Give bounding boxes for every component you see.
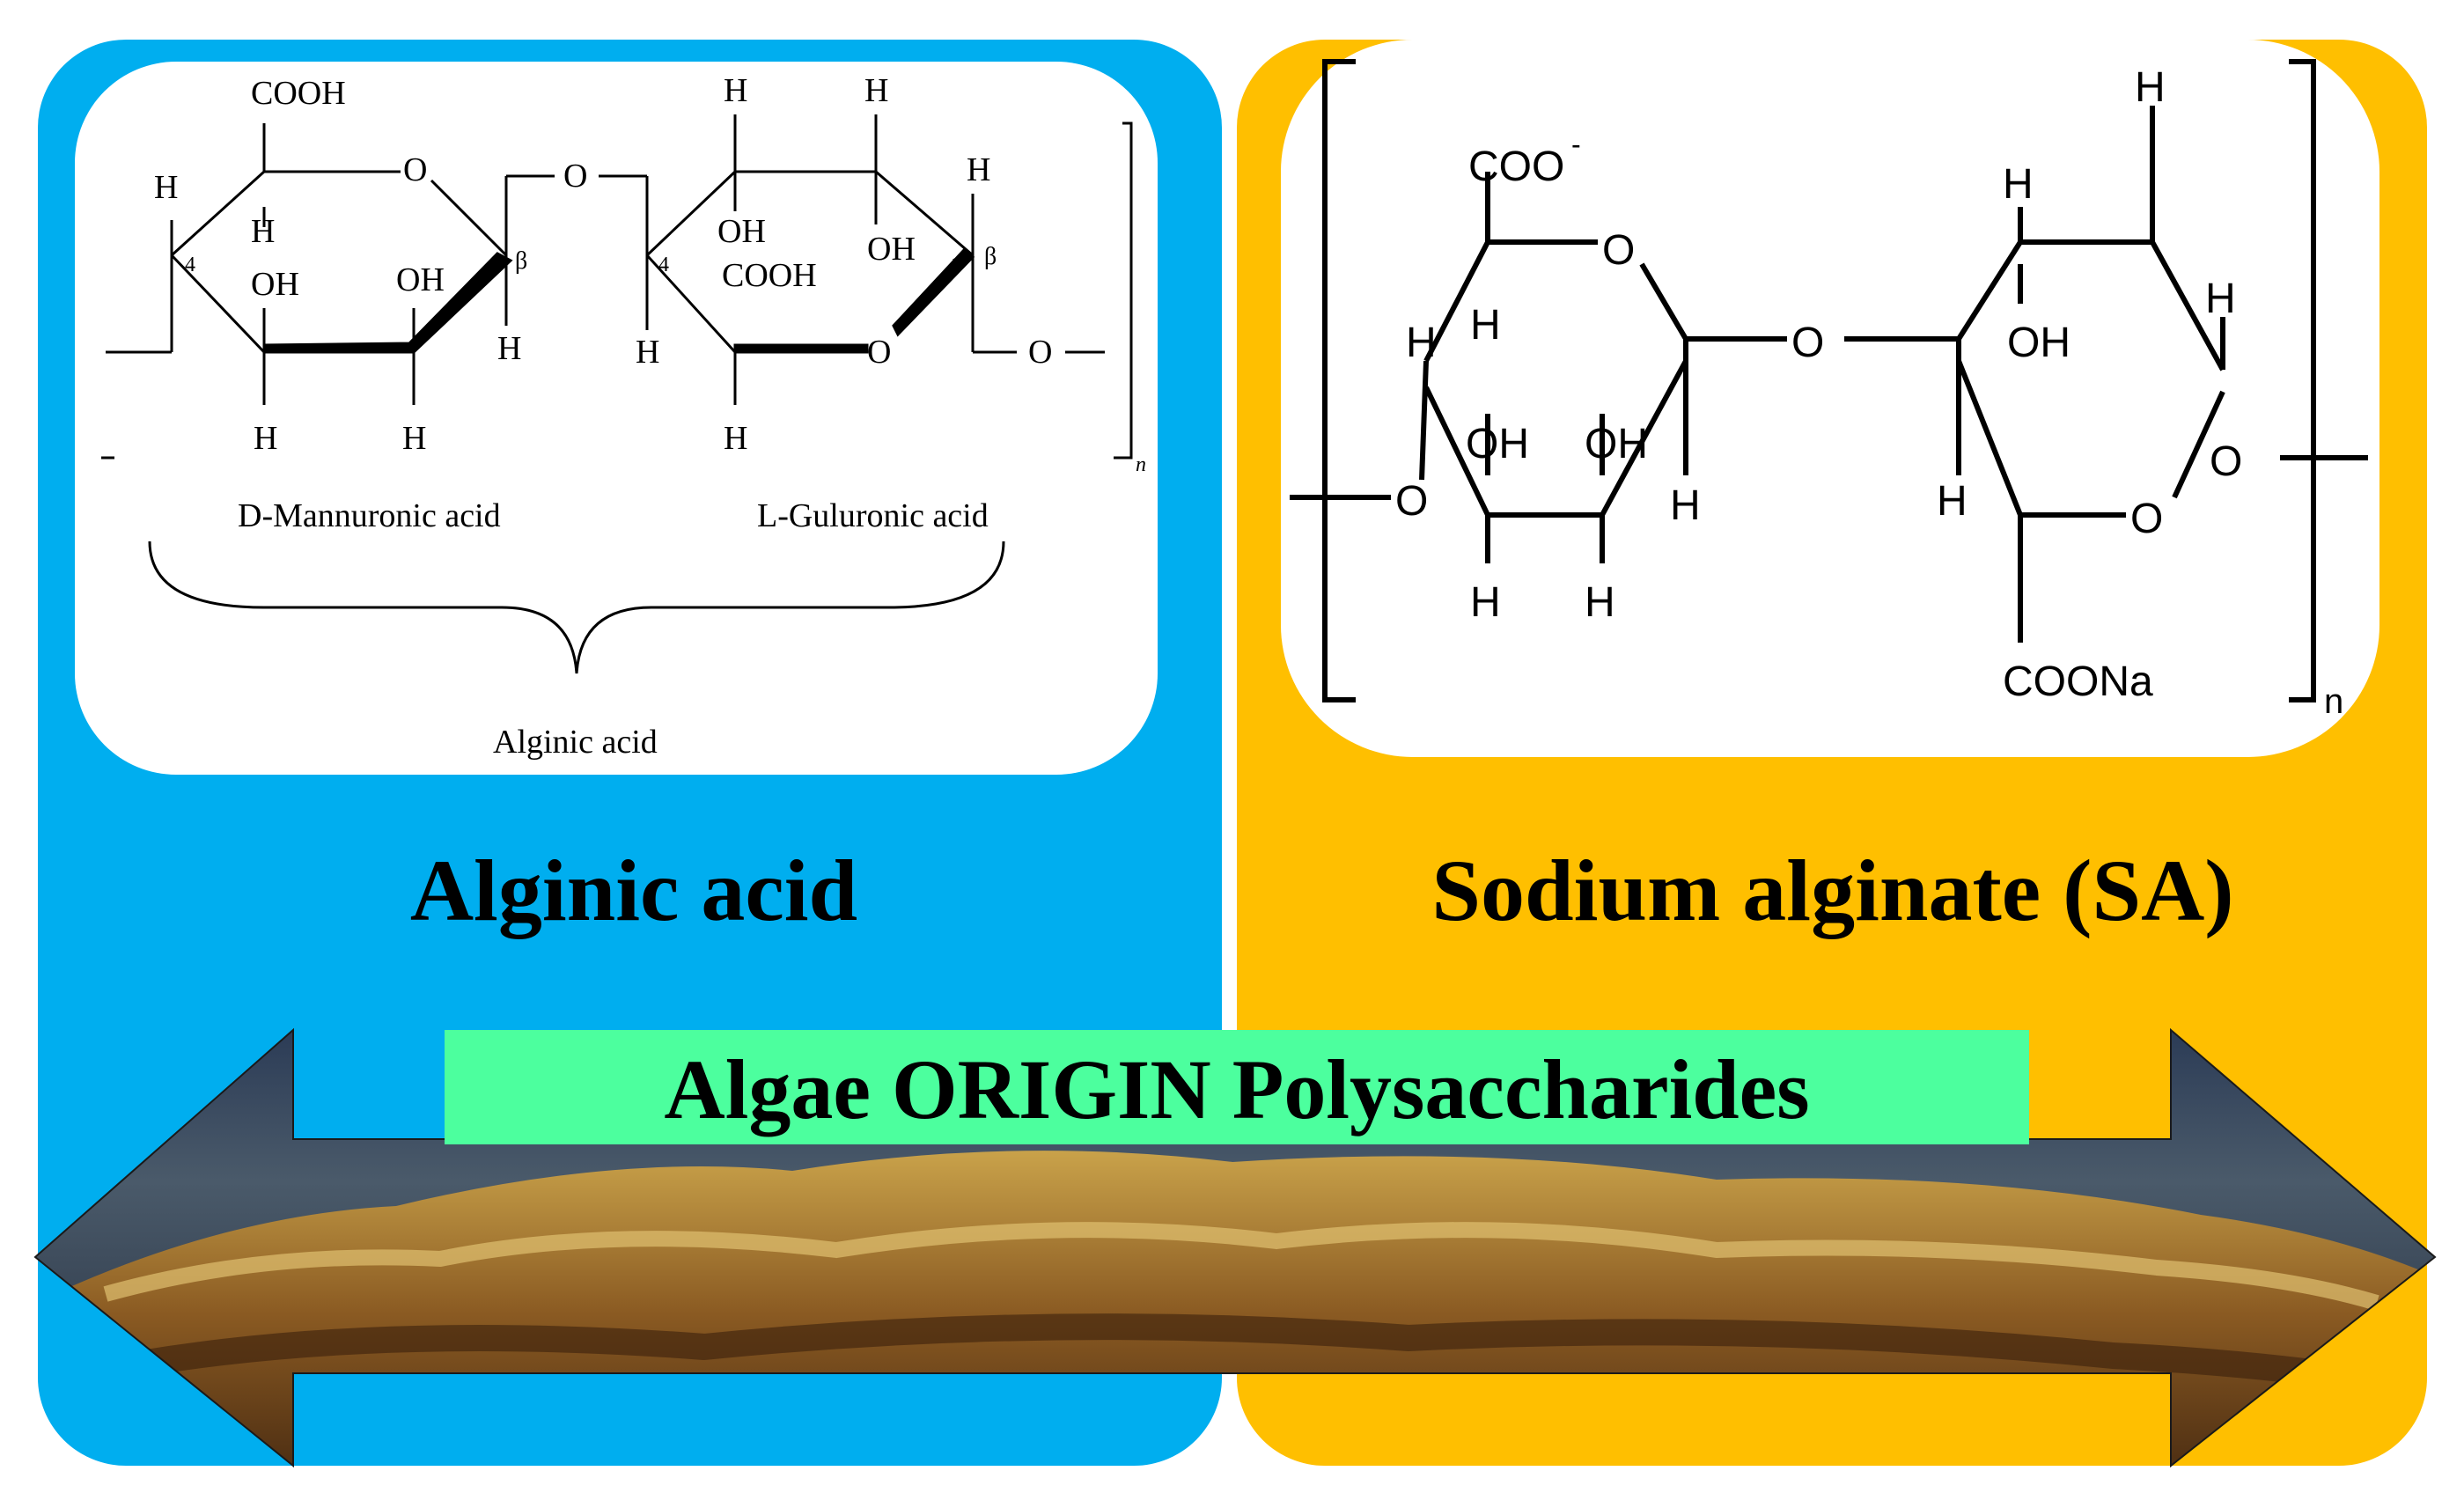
atom-label: H (2205, 276, 2236, 322)
atom-label: O (1791, 320, 1824, 366)
atom-label: β (984, 243, 997, 270)
atom-label: O (1395, 478, 1428, 525)
sodium-alginate-atoms: COO - O H H OH OH H H H O O H H OH H H O… (1395, 64, 2343, 721)
atom-label: H (1937, 478, 1968, 525)
atom-label: - (1571, 129, 1581, 160)
atom-label: COOH (251, 75, 346, 112)
atom-label: H (636, 334, 659, 371)
atom-label: OH (1585, 421, 1648, 467)
alginic-acid-structure (101, 114, 1133, 674)
atom-label: OH (396, 261, 445, 298)
heading-sodium-alginate: Sodium alginate (SA) (1431, 842, 2233, 939)
atom-label: O (867, 334, 891, 371)
heading-alginic-acid: Alginic acid (410, 842, 857, 939)
atom-label: COOH (722, 257, 817, 294)
atom-label: OH (2007, 320, 2070, 366)
atom-label: 1 (951, 254, 961, 276)
atom-label: O (1028, 334, 1052, 371)
atom-label: OH (251, 266, 299, 303)
atom-label: H (2003, 161, 2034, 208)
arrow-outline (33, 1027, 2437, 1468)
atom-label: H (1470, 579, 1501, 626)
atom-label: H (724, 420, 747, 457)
seaweed-highlights (103, 1222, 2379, 1311)
atom-label: O (2130, 496, 2163, 542)
left-structure-card (75, 62, 1158, 775)
atom-label: OH (717, 213, 766, 250)
seaweed-shadow (85, 1313, 2435, 1404)
atom-label: 4 (185, 254, 195, 276)
atom-label: O (403, 151, 427, 188)
atom-label: H (497, 330, 521, 367)
atom-label: H (1670, 482, 1701, 529)
banner-text: Algae ORIGIN Polysaccharides (664, 1042, 1809, 1136)
atom-label: OH (867, 231, 916, 268)
atom-label: H (402, 420, 426, 457)
atom-label: H (724, 72, 747, 109)
banner-box (445, 1030, 2029, 1144)
atom-label: O (563, 158, 587, 195)
atom-label: H (254, 420, 277, 457)
sodium-alginate-structure (1290, 59, 2368, 702)
right-structure-card (1281, 40, 2379, 757)
atom-label: COO (1468, 143, 1564, 190)
atom-label: H (251, 213, 275, 250)
atom-label: n (2324, 682, 2343, 721)
alginic-acid-atoms: COOH H H 4 OH OH 1 β H H H O O H H OH CO… (154, 72, 1146, 761)
atom-label: H (1585, 579, 1615, 626)
atom-label: 4 (658, 254, 669, 276)
atom-label: H (2135, 64, 2166, 111)
atom-label: O (1602, 227, 1635, 274)
monomer-label-mannuronic: D-Mannuronic acid (238, 497, 501, 534)
atom-label: 1 (480, 262, 490, 285)
atom-label: OH (1466, 421, 1529, 467)
atom-label: COONa (2003, 658, 2153, 705)
monomer-label-guluronic: L-Guluronic acid (757, 497, 989, 534)
atom-label: H (864, 72, 888, 109)
atom-label: H (967, 151, 990, 188)
atom-label: H (1406, 320, 1437, 366)
atom-label: H (154, 169, 178, 206)
brace-label: Alginic acid (493, 724, 658, 761)
atom-label: n (1136, 453, 1146, 476)
atom-label: H (1470, 302, 1501, 349)
atom-label: β (515, 247, 527, 275)
atom-label: O (2210, 438, 2242, 485)
